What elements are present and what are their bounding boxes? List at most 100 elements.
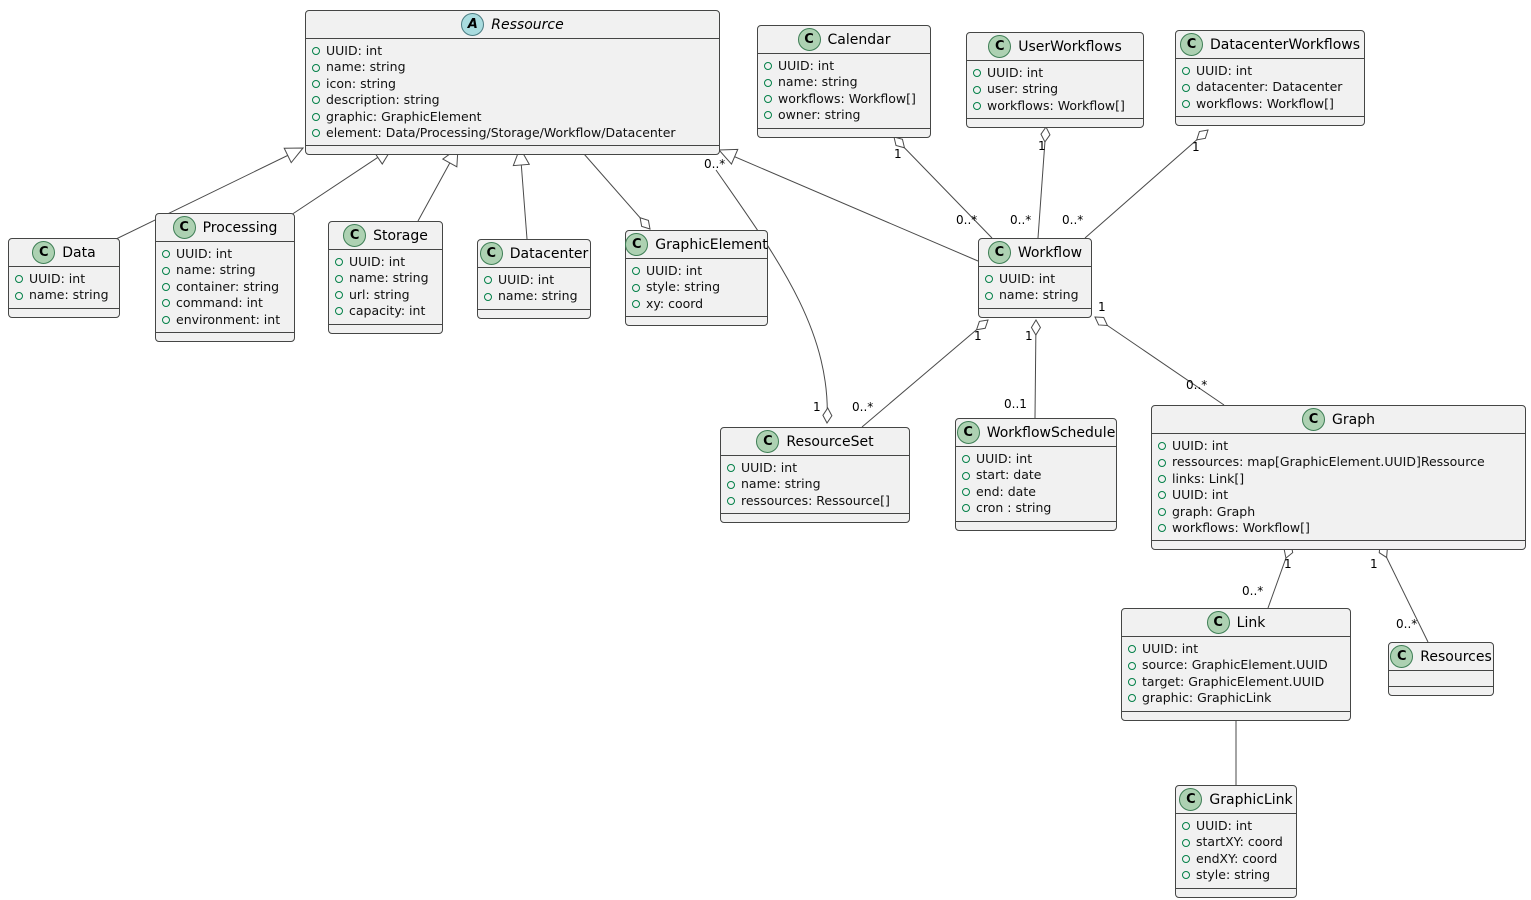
field-visibility-icon [973,69,981,78]
inheritance-processing-ressource [290,147,393,216]
multiplicity-label: 0..* [956,213,978,227]
methods-section [1176,117,1364,125]
class-attribute: ressources: map[GraphicElement.UUID]Ress… [1158,454,1517,470]
attribute-text: datacenter: Datacenter [1196,79,1343,95]
class-attribute: style: string [1182,867,1288,883]
attribute-text: UUID: int [999,271,1056,286]
class-attribute: UUID: int [1158,438,1517,454]
methods-section [956,522,1116,530]
field-visibility-icon [162,299,170,308]
class-name: Workflow [1017,244,1083,261]
class-attribute: container: string [162,279,286,295]
aggregation-diamond-icon [1195,129,1209,141]
class-attribute: UUID: int [1182,818,1288,834]
class-name: Ressource [491,16,564,33]
class-attribute: command: int [162,295,286,311]
class-name: WorkflowSchedule [986,424,1116,441]
class-header: C ResourceSet [721,428,909,456]
aggregation-diamond-icon [1030,319,1042,336]
aggregation-diamond-icon [1094,316,1109,327]
field-visibility-icon [162,315,170,324]
field-visibility-icon [1128,661,1136,670]
class-header: C GraphicLink [1176,786,1296,814]
class-header: C Graph [1152,406,1525,434]
attribute-text: links: Link[] [1172,470,1245,486]
attribute-text: UUID: int [987,65,1044,80]
class-badge-icon: C [32,241,56,264]
class-badge-icon: C [756,430,780,453]
field-visibility-icon [1158,475,1166,484]
attribute-text: command: int [176,295,263,311]
inheritance-workflow-ressource [718,149,979,262]
class-badge-icon: C [956,421,980,444]
inheritance-arrowhead-icon [283,147,305,164]
class-attribute: UUID: int [727,460,901,476]
field-visibility-icon [335,258,343,267]
class-attribute: name: string [162,262,286,278]
class-badge-icon: C [987,241,1011,264]
aggregation-diamond-icon [1040,126,1051,143]
class-badge-icon: C [1390,645,1414,668]
class-attribute: target: GraphicElement.UUID [1128,674,1342,690]
field-visibility-icon [312,47,320,56]
field-visibility-icon [727,464,735,473]
attributes-section [1389,671,1493,687]
field-visibility-icon [1182,871,1190,880]
class-attribute: style: string [632,279,759,295]
attribute-text: name: string [498,288,578,304]
class-attribute: datacenter: Datacenter [1182,79,1356,95]
class-attribute: graph: Graph [1158,504,1517,520]
class-attribute: name: string [985,287,1083,303]
field-visibility-icon [1182,67,1190,76]
aggregation-workflow-workflowschedule [1034,319,1037,419]
class-header: C GraphicElement [625,231,768,259]
attribute-text: UUID: int [741,460,798,475]
multiplicity-label: 1 [1284,557,1292,571]
aggregation-datacenterworkflows-workflow [1084,129,1209,239]
field-visibility-icon [312,112,320,121]
methods-section [156,333,294,341]
field-visibility-icon [764,78,772,87]
attribute-text: target: GraphicElement.UUID [1142,673,1325,689]
attribute-text: description: string [326,92,440,108]
attribute-text: UUID: int [1172,438,1229,453]
aggregation-ressource-resourceset [715,169,828,424]
multiplicity-label: 0..* [852,400,874,414]
field-visibility-icon [764,111,772,120]
attribute-text: source: GraphicElement.UUID [1142,657,1328,673]
class-attribute: owner: string [764,107,922,123]
methods-section [306,146,719,154]
field-visibility-icon [1182,838,1190,847]
methods-section [9,309,119,317]
attribute-text: element: Data/Processing/Storage/Workflo… [326,125,676,141]
multiplicity-label: 1 [894,147,902,161]
class-name: UserWorkflows [1018,38,1122,55]
field-visibility-icon [985,275,993,284]
class-name: DatacenterWorkflows [1209,36,1361,53]
field-visibility-icon [1128,694,1136,703]
class-header: C WorkflowSchedule [956,419,1116,447]
class-attribute: UUID: int [484,272,582,288]
multiplicity-label: 1 [1025,329,1033,343]
field-visibility-icon [764,62,772,71]
class-attribute: UUID: int [1158,487,1517,503]
class-attribute: ressources: Ressource[] [727,493,901,509]
class-attribute: UUID: int [15,271,111,287]
field-visibility-icon [1182,100,1190,109]
multiplicity-label: 1 [1370,557,1378,571]
class-name: Resources [1420,648,1492,665]
class-name: GraphicElement [655,236,768,253]
field-visibility-icon [484,276,492,285]
class-attribute: links: Link[] [1158,471,1517,487]
attribute-text: UUID: int [1142,641,1199,656]
class-attribute: name: string [484,288,582,304]
